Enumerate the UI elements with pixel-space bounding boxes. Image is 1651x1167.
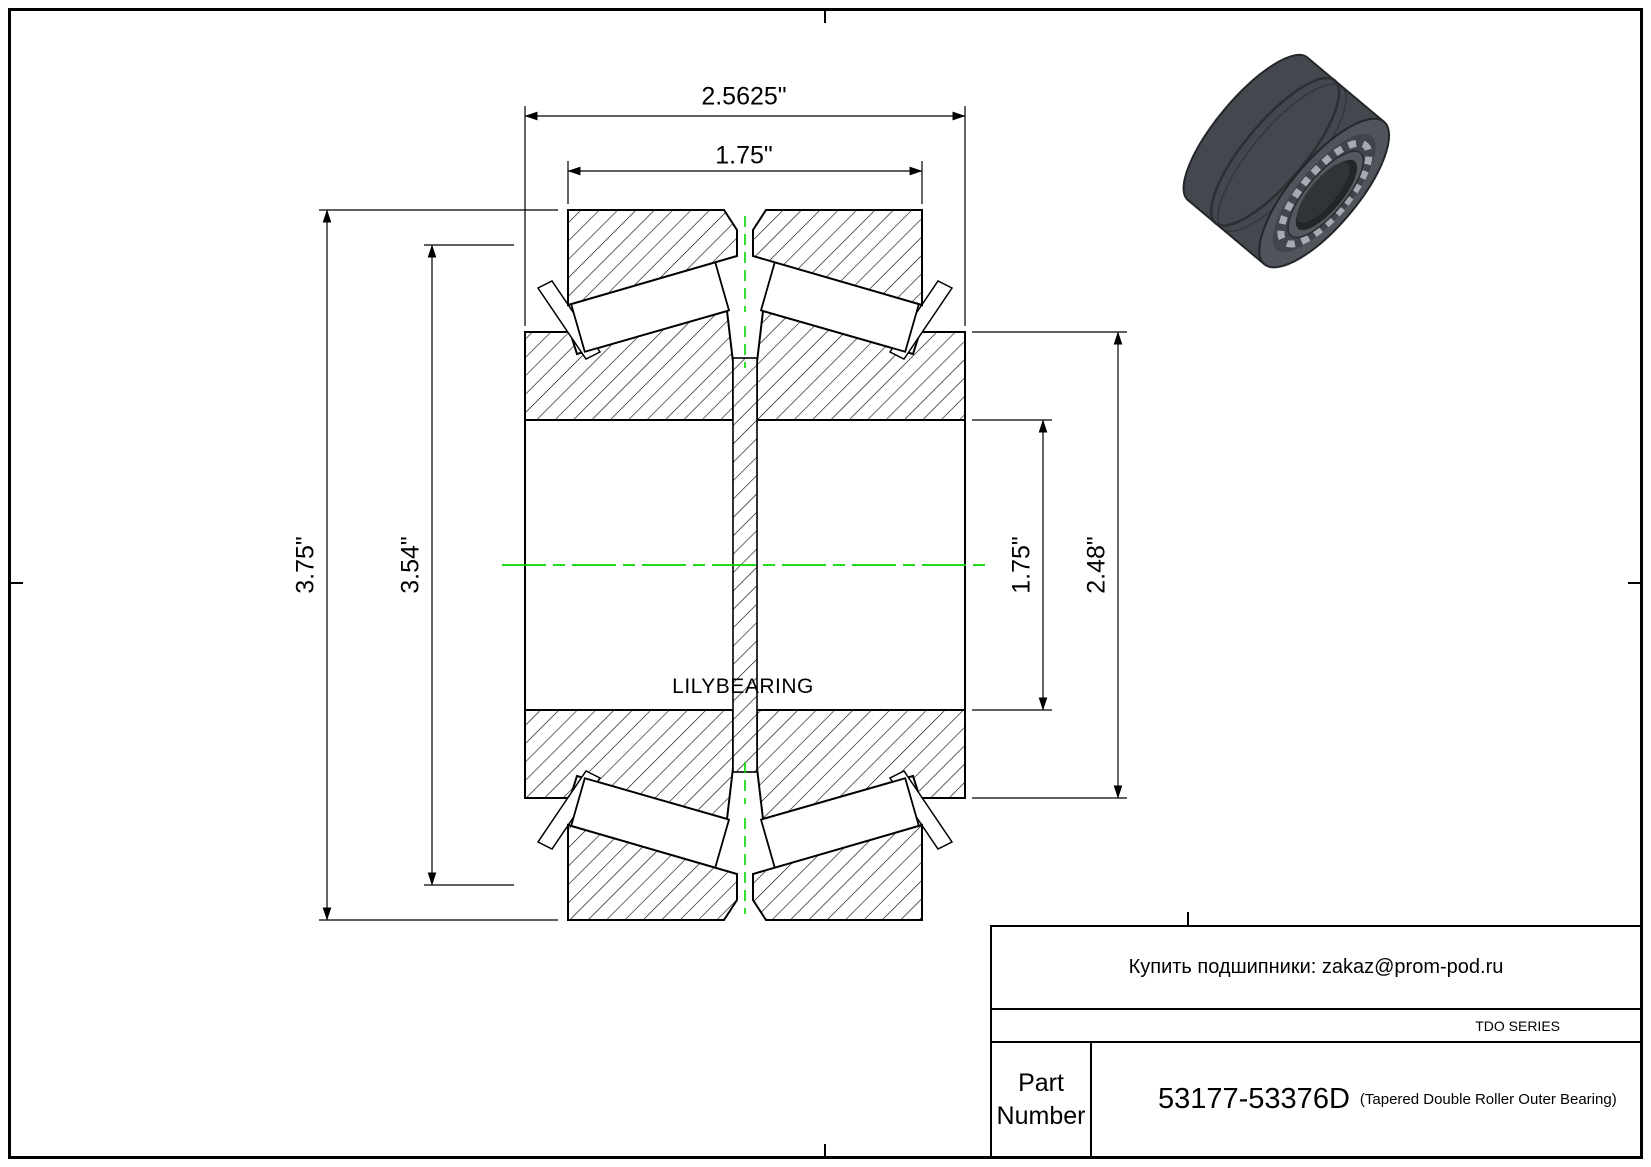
brand-watermark: LILYBEARING [672, 675, 814, 698]
part-number-cell: 53177-53376D (Tapered Double Roller Oute… [1092, 1043, 1640, 1156]
bearing-3d-render [1182, 53, 1391, 269]
dim-cone-od [972, 331, 1127, 799]
part-label-line2: Number [996, 1101, 1086, 1130]
dim-overall-width [524, 106, 966, 326]
dim-flange-od [319, 209, 558, 921]
tapered-rollers [569, 261, 921, 869]
dim-bore [972, 419, 1052, 711]
dim-label-cone-od: 2.48" [1082, 536, 1111, 594]
dim-label-bore: 1.75" [1007, 536, 1036, 594]
dim-label-overall-width: 2.5625" [701, 82, 787, 111]
dimension-lines [319, 106, 1127, 921]
part-number: 53177-53376D [1158, 1083, 1350, 1115]
dim-label-cup-od: 3.54" [396, 536, 425, 594]
series-label: TDO SERIES [992, 1010, 1640, 1043]
cup-sections [567, 209, 923, 921]
border-ticks [9, 9, 1642, 1158]
title-block: Купить подшипники: zakaz@prom-pod.ru TDO… [990, 925, 1640, 1156]
bearing-cross-section [502, 209, 988, 921]
roller-cage-detail [1277, 139, 1373, 248]
part-number-label: Part Number [992, 1043, 1092, 1156]
dim-label-flange-od: 3.75" [291, 536, 320, 594]
dim-cup-width [567, 161, 923, 204]
centerlines [502, 216, 988, 914]
part-label-line1: Part [1018, 1069, 1064, 1097]
part-description: (Tapered Double Roller Outer Bearing) [1359, 1091, 1617, 1108]
dim-cup-od [424, 244, 514, 886]
dim-label-cup-width: 1.75" [715, 141, 773, 170]
contact-text: Купить подшипники: zakaz@prom-pod.ru [992, 927, 1640, 1010]
